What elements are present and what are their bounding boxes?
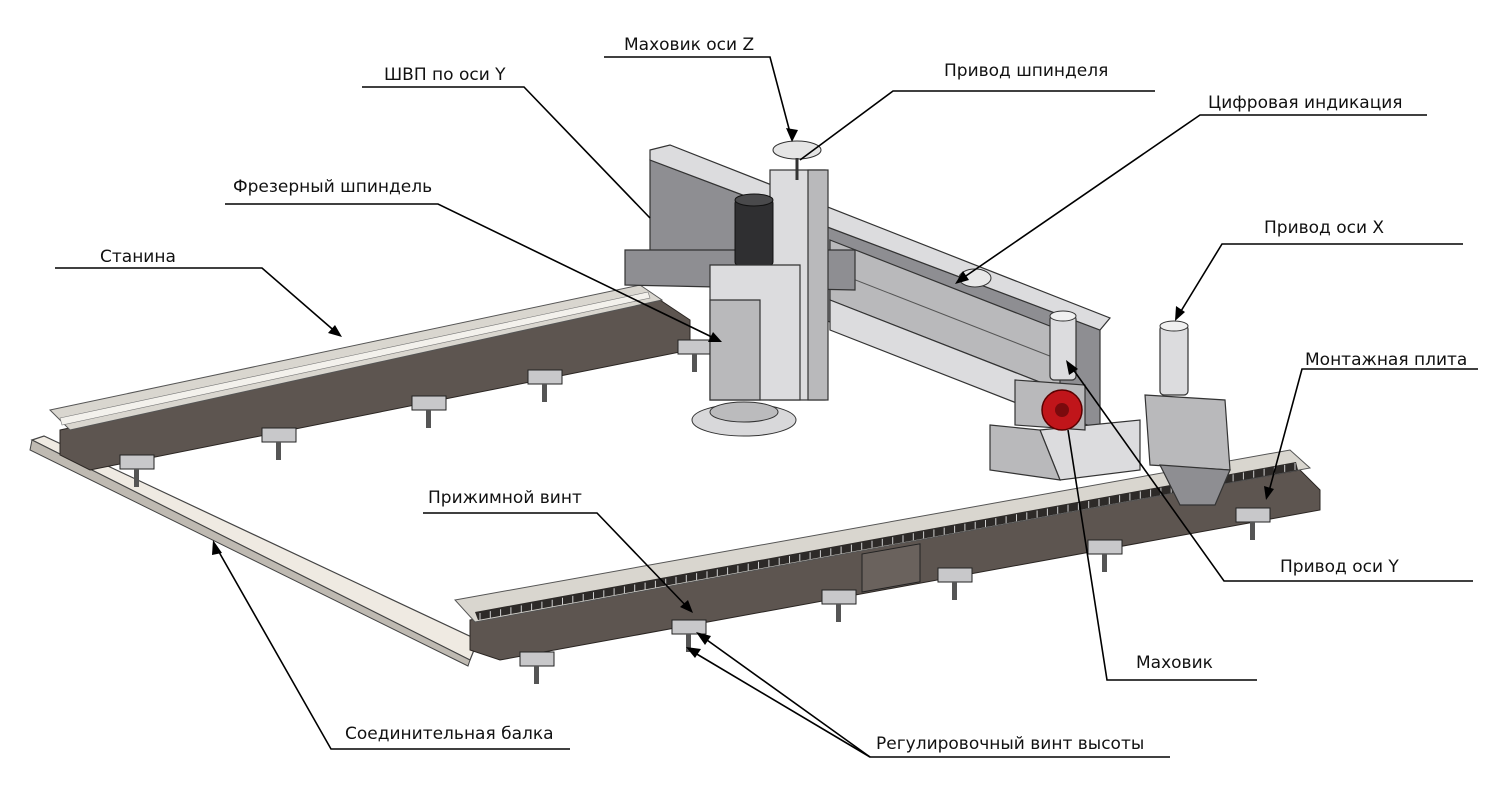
label-handwheel-z: Маховик оси Z bbox=[624, 35, 754, 55]
label-handwheel: Маховик bbox=[1136, 653, 1213, 673]
milling-spindle bbox=[691, 193, 801, 437]
connecting-beam bbox=[29, 435, 479, 667]
bed-rail-front bbox=[454, 449, 1321, 661]
mounting-plate bbox=[989, 419, 1141, 481]
bed-rail-back bbox=[48, 284, 691, 471]
drive-x-motor bbox=[1144, 320, 1231, 506]
label-drive-x: Привод оси X bbox=[1264, 218, 1384, 238]
height-adjust-feet bbox=[119, 339, 1271, 684]
label-height-adjust-screw: Регулировочный винт высоты bbox=[876, 734, 1144, 754]
label-spindle-drive: Привод шпинделя bbox=[944, 61, 1108, 81]
label-digital-readout: Цифровая индикация bbox=[1208, 93, 1403, 113]
label-milling-spindle: Фрезерный шпиндель bbox=[233, 177, 432, 197]
label-bed: Станина bbox=[100, 247, 176, 267]
leader-lines bbox=[55, 56, 1478, 758]
labels: Маховик оси Z ШВП по оси Y Привод шпинде… bbox=[100, 35, 1467, 754]
label-connecting-beam: Соединительная балка bbox=[345, 724, 554, 744]
label-drive-y: Привод оси Y bbox=[1280, 557, 1399, 577]
label-ballscrew-y: ШВП по оси Y bbox=[384, 65, 506, 85]
label-clamping-screw: Прижимной винт bbox=[428, 488, 582, 508]
handwheel-red bbox=[1041, 389, 1083, 431]
label-mounting-plate: Монтажная плита bbox=[1305, 350, 1467, 370]
